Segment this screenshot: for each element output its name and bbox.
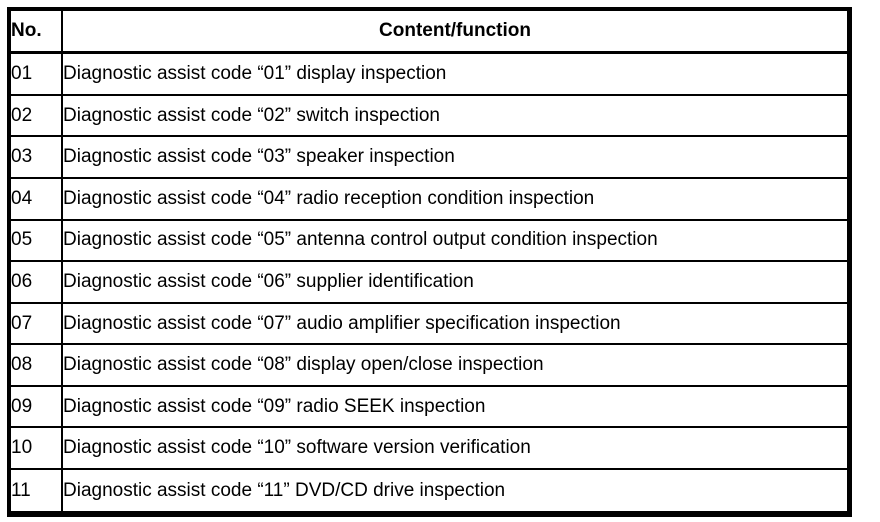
row-number-cell: 09	[8, 384, 63, 429]
table-row: 05 Diagnostic assist code “05” antenna c…	[8, 218, 851, 263]
table-row: 09 Diagnostic assist code “09” radio SEE…	[8, 384, 851, 429]
row-content-cell: Diagnostic assist code “09” radio SEEK i…	[61, 384, 851, 429]
diagnostic-assist-code-table: No. Content/function 01 Diagnostic assis…	[7, 7, 852, 517]
row-content-cell: Diagnostic assist code “07” audio amplif…	[61, 301, 851, 346]
row-number-cell: 07	[8, 301, 63, 346]
row-content-cell: Diagnostic assist code “11” DVD/CD drive…	[61, 467, 851, 516]
row-content-cell: Diagnostic assist code “04” radio recept…	[61, 177, 851, 221]
row-content-cell: Diagnostic assist code “01” display insp…	[61, 51, 851, 96]
row-content-cell: Diagnostic assist code “02” switch inspe…	[61, 93, 851, 138]
column-header-no: No.	[8, 8, 63, 54]
row-content-cell: Diagnostic assist code “08” display open…	[61, 343, 851, 387]
row-number-cell: 06	[8, 260, 63, 304]
table-header-row: No. Content/function	[8, 8, 851, 54]
table-row: 01 Diagnostic assist code “01” display i…	[8, 51, 851, 96]
row-content-cell: Diagnostic assist code “05” antenna cont…	[61, 218, 851, 263]
row-number-cell: 08	[8, 343, 63, 387]
row-content-cell: Diagnostic assist code “06” supplier ide…	[61, 260, 851, 304]
column-header-content-function: Content/function	[61, 8, 851, 54]
table-row: 04 Diagnostic assist code “04” radio rec…	[8, 177, 851, 221]
table-row: 02 Diagnostic assist code “02” switch in…	[8, 93, 851, 138]
table-row: 08 Diagnostic assist code “08” display o…	[8, 343, 851, 387]
row-number-cell: 04	[8, 177, 63, 221]
table-row: 07 Diagnostic assist code “07” audio amp…	[8, 301, 851, 346]
row-number-cell: 10	[8, 426, 63, 470]
table-row: 10 Diagnostic assist code “10” software …	[8, 426, 851, 470]
table-row: 06 Diagnostic assist code “06” supplier …	[8, 260, 851, 304]
row-number-cell: 02	[8, 93, 63, 138]
row-number-cell: 03	[8, 135, 63, 180]
row-number-cell: 05	[8, 218, 63, 263]
row-content-cell: Diagnostic assist code “03” speaker insp…	[61, 135, 851, 180]
table-row: 11 Diagnostic assist code “11” DVD/CD dr…	[8, 467, 851, 516]
row-number-cell: 11	[8, 467, 63, 516]
row-number-cell: 01	[8, 51, 63, 96]
table-row: 03 Diagnostic assist code “03” speaker i…	[8, 135, 851, 180]
row-content-cell: Diagnostic assist code “10” software ver…	[61, 426, 851, 470]
